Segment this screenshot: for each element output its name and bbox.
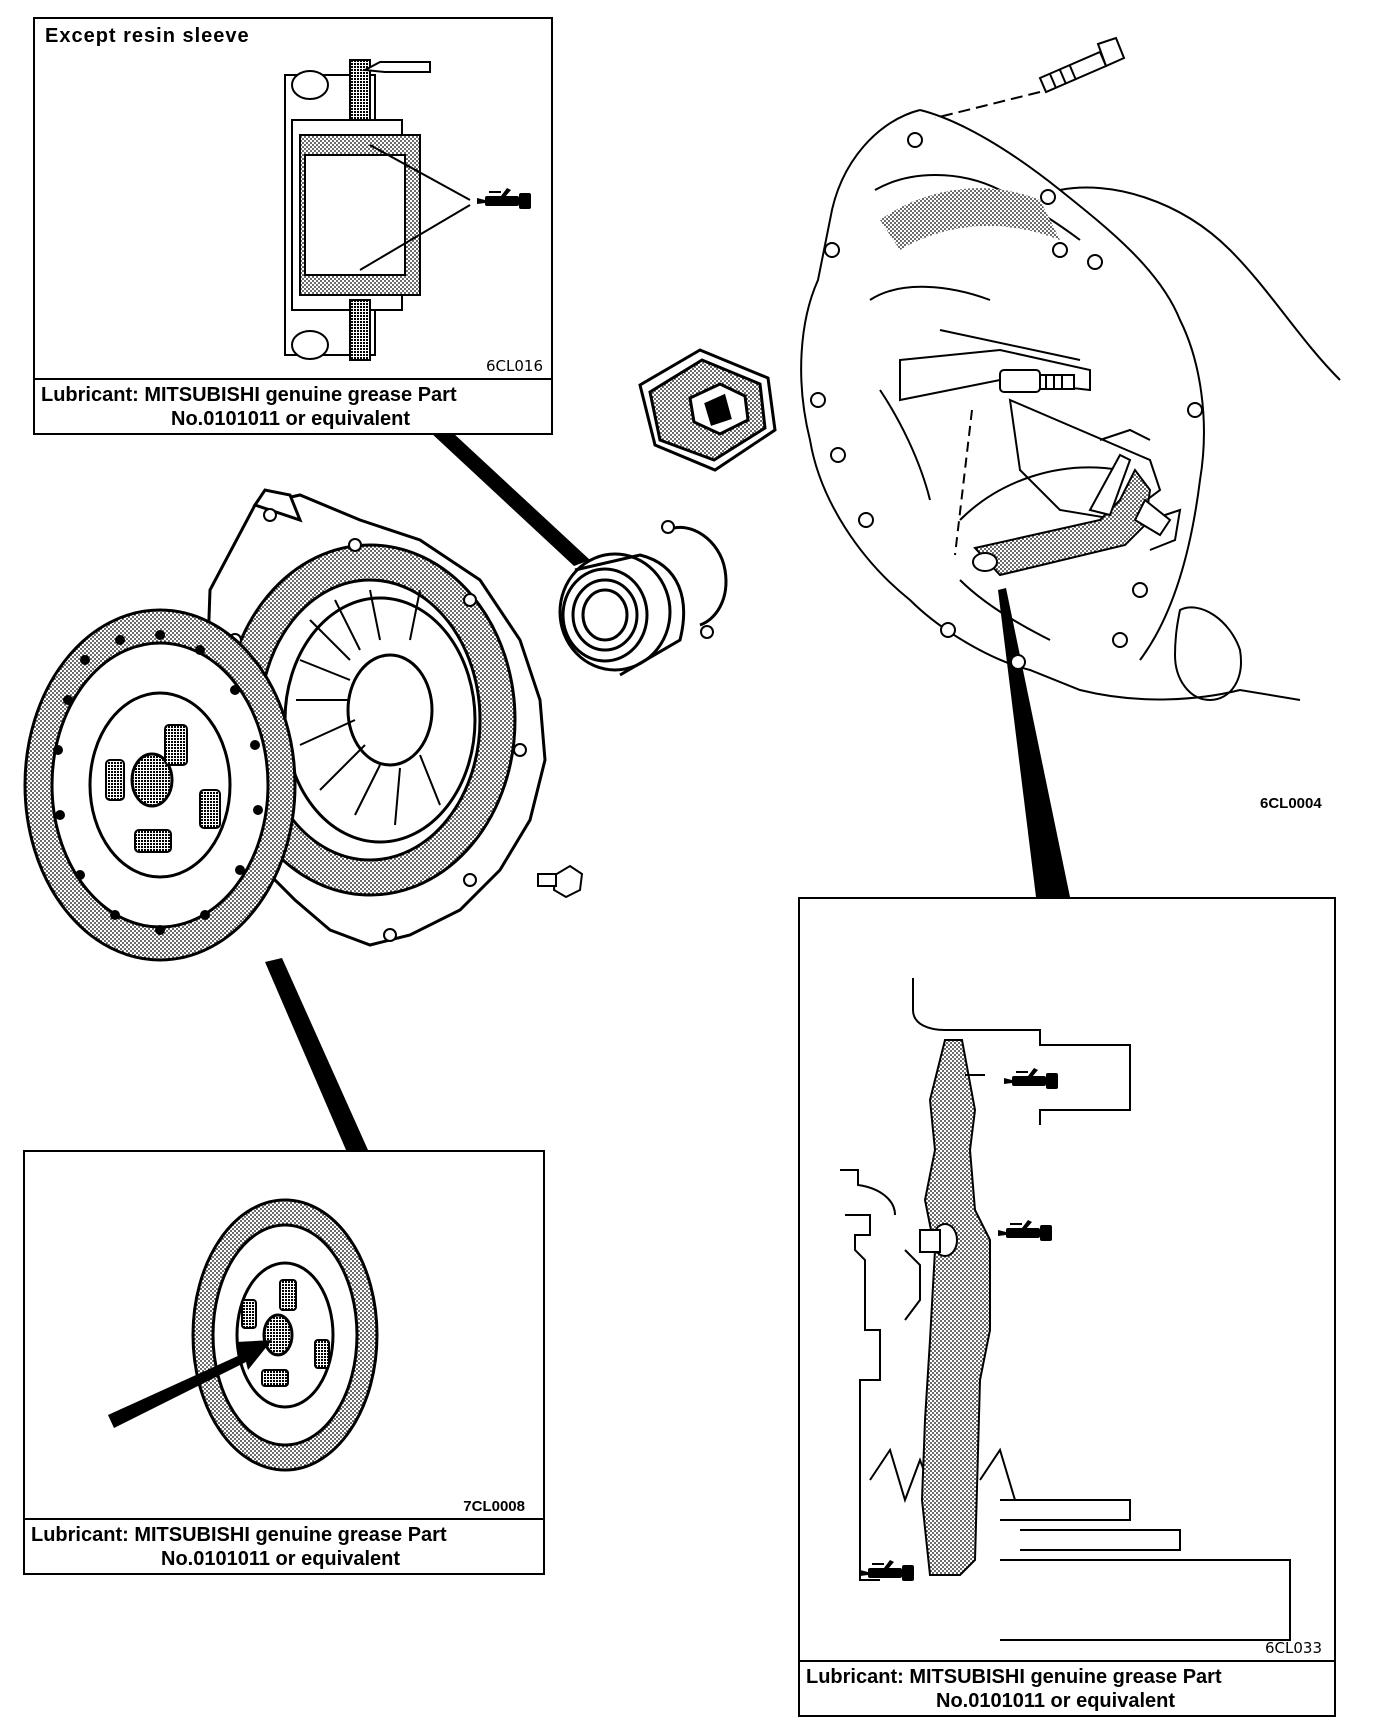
lubricant-caption: Lubricant: MITSUBISHI genuine grease Par… (25, 1518, 543, 1573)
bearing-section-drawing (284, 59, 471, 361)
inset-release-bearing: Except resin sleeve 6CL016 Lubricant: MI… (33, 17, 553, 435)
figure-code: 6CL033 (1264, 1639, 1322, 1657)
housing-bolt-holes (810, 132, 1203, 670)
transmission-housing (800, 109, 1341, 702)
release-bearing (558, 552, 686, 677)
main-figure-code: 6CL0004 (1260, 795, 1322, 812)
diaphragm-fingers (296, 589, 441, 826)
retaining-clip (667, 525, 728, 627)
lubricant-line-2: No.0101011 or equivalent (171, 408, 411, 430)
release-fork (972, 453, 1172, 577)
lubrication-arrow (108, 1340, 272, 1428)
pointer-bearing (430, 432, 590, 566)
lubricant-line-2: No.0101011 or equivalent (936, 1690, 1176, 1712)
fork-section-drawing (840, 978, 1291, 1641)
housing-bolt (1038, 36, 1126, 94)
figure-code: 7CL0008 (463, 1498, 525, 1515)
inset-header: Except resin sleeve (45, 25, 250, 47)
lubricant-caption: Lubricant: MITSUBISHI genuine grease Par… (35, 378, 551, 433)
lubricant-line-1: Lubricant: MITSUBISHI genuine grease Par… (806, 1666, 1222, 1688)
pointer-disc (265, 958, 368, 1150)
lubricant-line-1: Lubricant: MITSUBISHI genuine grease Par… (41, 384, 457, 406)
lubricant-line-1: Lubricant: MITSUBISHI genuine grease Par… (31, 1524, 447, 1546)
inset-clutch-disc: 7CL0008 Lubricant: MITSUBISHI genuine gr… (23, 1150, 545, 1575)
lubricant-caption: Lubricant: MITSUBISHI genuine grease Par… (800, 1660, 1334, 1715)
inset-release-fork: 6CL033 Lubricant: MITSUBISHI genuine gre… (798, 897, 1336, 1717)
housing-shading (880, 188, 1060, 250)
disc-springs (105, 724, 221, 853)
clutch-cover-bolt (537, 864, 584, 899)
clutch-cover (203, 488, 547, 947)
disc-inset-drawing (191, 1198, 379, 1472)
dust-boot (638, 348, 777, 472)
lubricant-line-2: No.0101011 or equivalent (161, 1548, 401, 1570)
pointer-fork (998, 588, 1070, 897)
disc-rivets (53, 630, 263, 935)
fork-lever-section (920, 1039, 991, 1576)
fulcrum-stud (999, 369, 1075, 393)
clutch-disc (23, 608, 297, 962)
disc-inset-springs (241, 1279, 330, 1387)
figure-code: 6CL016 (485, 357, 543, 375)
